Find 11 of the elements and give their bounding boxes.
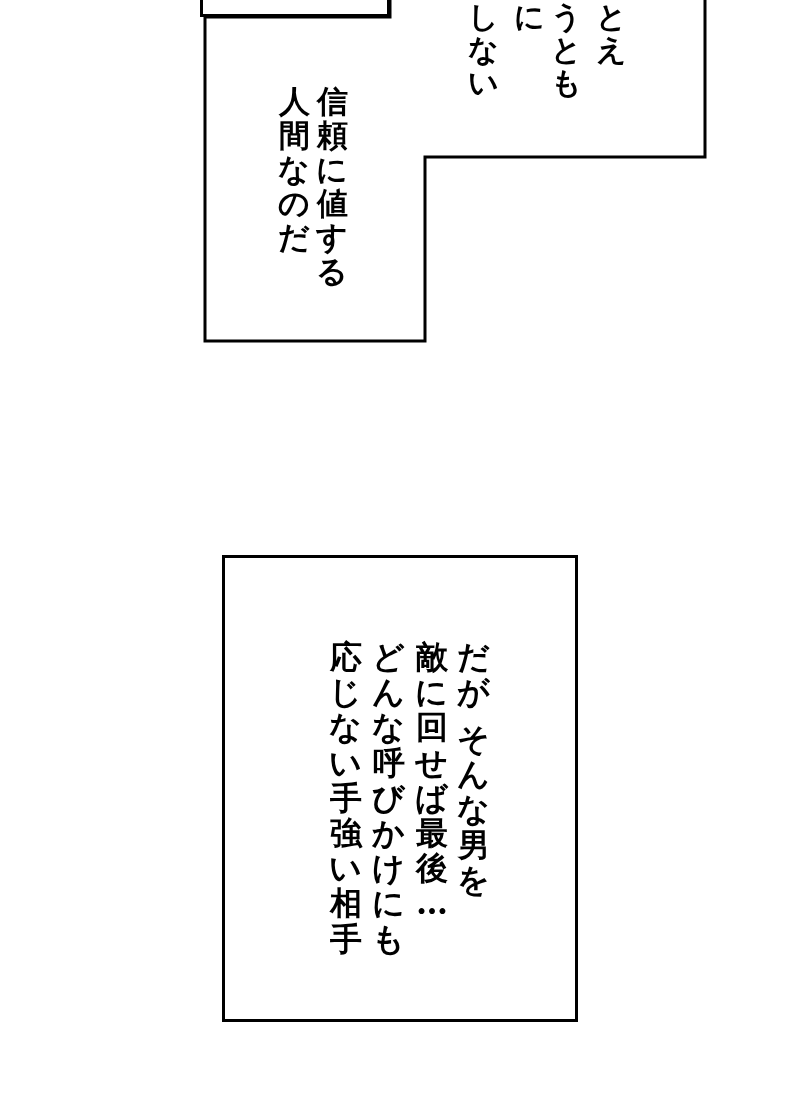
- narration-text: 人間なのだ: [277, 84, 311, 255]
- narration-text: 敵に回せば最後…: [414, 640, 449, 922]
- narration-text: 信頼に値する: [315, 84, 349, 289]
- narration-text: とえ: [595, 0, 628, 66]
- narration-text: だが: [456, 640, 491, 711]
- narration-text: 応じない手強い相手: [328, 640, 363, 957]
- narration-text: に: [513, 0, 546, 33]
- narration-text: そんな男を: [456, 722, 491, 898]
- narration-text: うとも: [550, 0, 583, 99]
- narration-text: どんな呼びかけにも: [371, 640, 406, 957]
- narration-text: しない: [467, 0, 500, 99]
